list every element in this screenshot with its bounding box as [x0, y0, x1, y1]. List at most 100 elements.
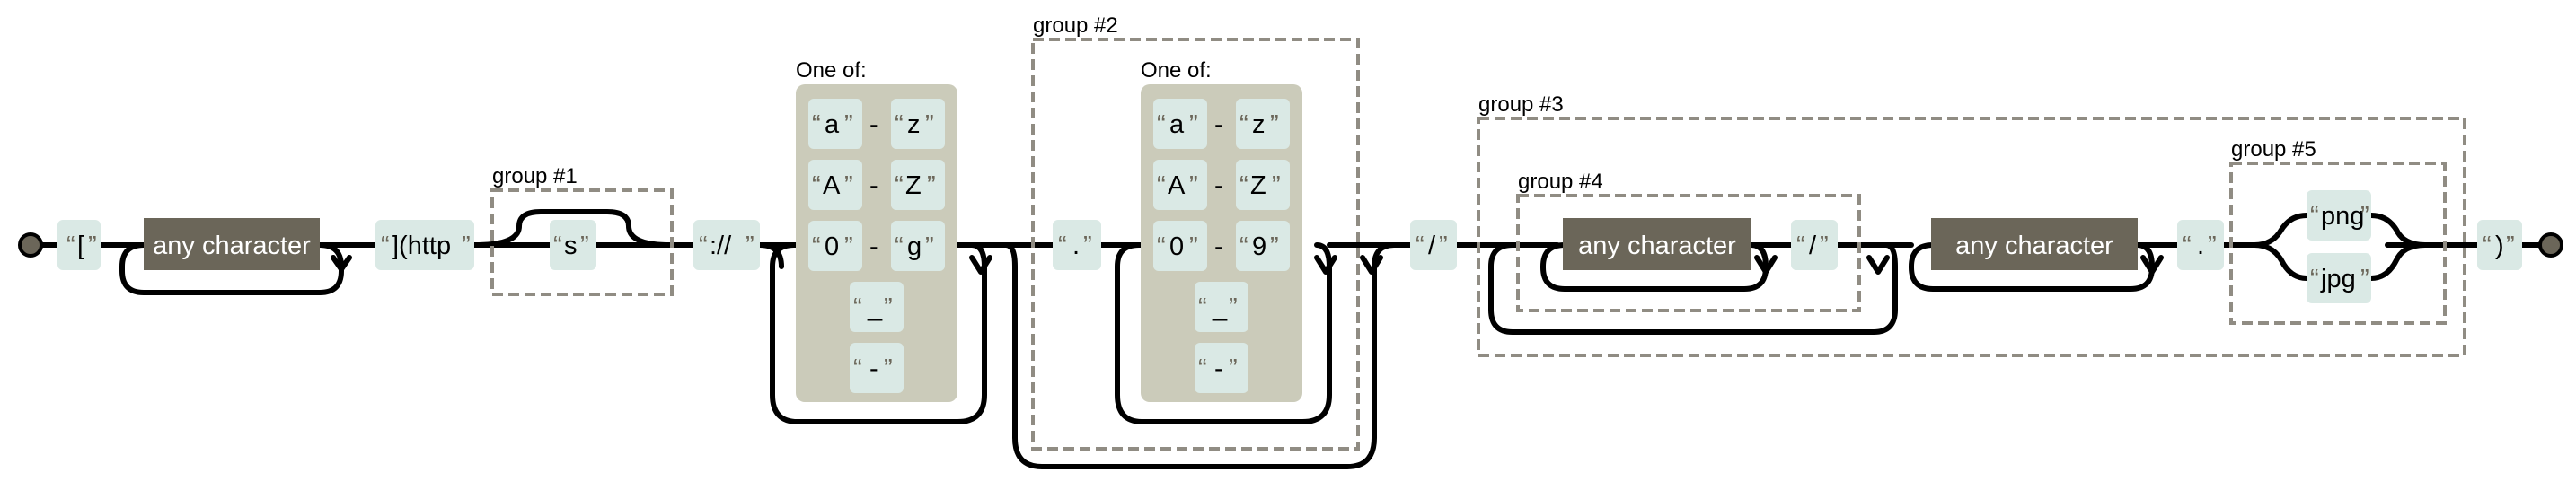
loop-any-char-2 — [1540, 242, 1769, 292]
svg-text:”: ” — [925, 232, 934, 261]
svg-text:“: “ — [895, 110, 904, 139]
set2-r2-to-box — [1236, 160, 1290, 210]
literal-jpg-text: jpg — [2320, 265, 2356, 293]
loop-any-char-1-arrow — [331, 255, 352, 272]
group-4-box — [1516, 194, 1861, 312]
set1-r3-from: 0 — [825, 232, 839, 261]
svg-text:“: “ — [553, 232, 562, 260]
literal-jpg: “ jpg ” — [2307, 253, 2371, 303]
literal-scheme-sep-text: :// — [710, 232, 732, 260]
svg-text:“: “ — [1796, 232, 1805, 260]
svg-text:“: “ — [853, 293, 862, 322]
literal-dot-text: . — [1072, 232, 1080, 260]
set2-c2: - — [1214, 354, 1223, 383]
svg-text:“: “ — [895, 171, 904, 200]
svg-text:“: “ — [1058, 232, 1067, 260]
svg-text:”: ” — [88, 232, 97, 260]
set1-r2-to: Z — [905, 171, 922, 200]
set2-r2-from: A — [1168, 171, 1186, 200]
svg-text:”: ” — [1439, 232, 1448, 260]
svg-text:“: “ — [2483, 232, 2492, 260]
group-3-box — [1477, 117, 2466, 357]
svg-text:”: ” — [462, 232, 471, 260]
literal-open-bracket: “ [ ” — [57, 220, 101, 270]
svg-text:“: “ — [1198, 354, 1207, 383]
set2-c2-box — [1195, 343, 1248, 393]
set1-c2-box — [850, 343, 904, 393]
group-2-box — [1031, 38, 1360, 451]
set2-c1: _ — [1212, 293, 1228, 322]
set-1-contents: “ a ” - “ z ” “ A ” - “ Z ” “ 0 ” - “ g … — [808, 99, 945, 393]
loop-any-char-2-arrow — [1754, 255, 1778, 275]
literal-close-bracket-http-text: ](http — [392, 232, 451, 260]
set1-loop-arrow — [969, 255, 992, 275]
svg-text:”: ” — [1270, 232, 1279, 261]
set1-r1-dash: - — [869, 110, 878, 139]
group3-loop-arrow — [1866, 255, 1890, 275]
set2-r2-dash: - — [1214, 171, 1223, 200]
group-1-label: group #1 — [492, 164, 578, 188]
literal-dot-ext-text: . — [2197, 232, 2204, 260]
group2-loop — [1003, 242, 1397, 469]
svg-text:“: “ — [381, 232, 390, 260]
svg-text:”: ” — [1189, 232, 1198, 261]
svg-text:”: ” — [1272, 171, 1281, 200]
set1-c1-box — [850, 282, 904, 332]
svg-text:“: “ — [895, 232, 904, 261]
loop-any-char-3 — [1909, 242, 2155, 292]
alt-png-merge — [2369, 213, 2428, 248]
svg-text:”: ” — [925, 110, 934, 139]
set2-r2-to: Z — [1250, 171, 1266, 200]
svg-text:”: ” — [1083, 232, 1092, 260]
set1-loop — [770, 242, 987, 424]
svg-text:”: ” — [1229, 293, 1238, 322]
svg-text:“: “ — [2310, 265, 2319, 293]
start-node — [18, 232, 43, 258]
any-character-1: any character — [144, 218, 320, 270]
set1-r1-from-box — [808, 99, 862, 149]
svg-text:“: “ — [812, 110, 821, 139]
svg-text:“: “ — [1239, 110, 1248, 139]
group-5-label: group #5 — [2231, 137, 2316, 162]
svg-text:“: “ — [812, 171, 821, 200]
svg-text:“: “ — [853, 354, 862, 383]
literal-dot-ext: “ . ” — [2177, 220, 2224, 270]
svg-text:”: ” — [2360, 265, 2369, 293]
literal-close-paren: “ ) ” — [2477, 220, 2522, 270]
svg-text:“: “ — [1157, 110, 1166, 139]
svg-text:”: ” — [1189, 171, 1198, 200]
group-3-label: group #3 — [1478, 92, 1564, 117]
set1-r3-from-box — [808, 221, 862, 271]
set2-r1-from-box — [1153, 99, 1207, 149]
literal-slash-inner-text: / — [1809, 232, 1817, 260]
set1-r3-to: g — [907, 232, 922, 261]
end-node — [2538, 232, 2563, 258]
set2-loop — [1115, 242, 1332, 424]
set2-r3-to: 9 — [1252, 232, 1266, 261]
svg-text:”: ” — [2208, 232, 2217, 260]
optional-s-skip — [472, 209, 673, 248]
svg-text:”: ” — [1270, 110, 1279, 139]
set1-r3-to-box — [891, 221, 945, 271]
any-character-3: any character — [1931, 218, 2138, 270]
any-character-1-text: any character — [153, 232, 311, 260]
set2-loop-arrow — [1314, 255, 1337, 275]
alt-png-branch — [2252, 213, 2309, 248]
set1-r2-from: A — [823, 171, 841, 200]
svg-text:”: ” — [2360, 202, 2369, 231]
literal-png: “ png ” — [2307, 190, 2371, 241]
svg-text:”: ” — [927, 171, 936, 200]
set2-r2-from-box — [1153, 160, 1207, 210]
literal-dot: “ . ” — [1053, 220, 1101, 270]
svg-text:“: “ — [1416, 232, 1425, 260]
svg-text:”: ” — [844, 232, 853, 261]
set2-c1-box — [1195, 282, 1248, 332]
literal-slash: “ / ” — [1410, 220, 1457, 270]
literal-slash-inner: “ / ” — [1791, 220, 1838, 270]
svg-text:”: ” — [884, 293, 893, 322]
literal-close-bracket-http: “ ](http ” — [375, 220, 474, 270]
any-character-2-text: any character — [1578, 232, 1736, 260]
loop-any-char-1 — [119, 242, 344, 295]
svg-text:“: “ — [1198, 293, 1207, 322]
